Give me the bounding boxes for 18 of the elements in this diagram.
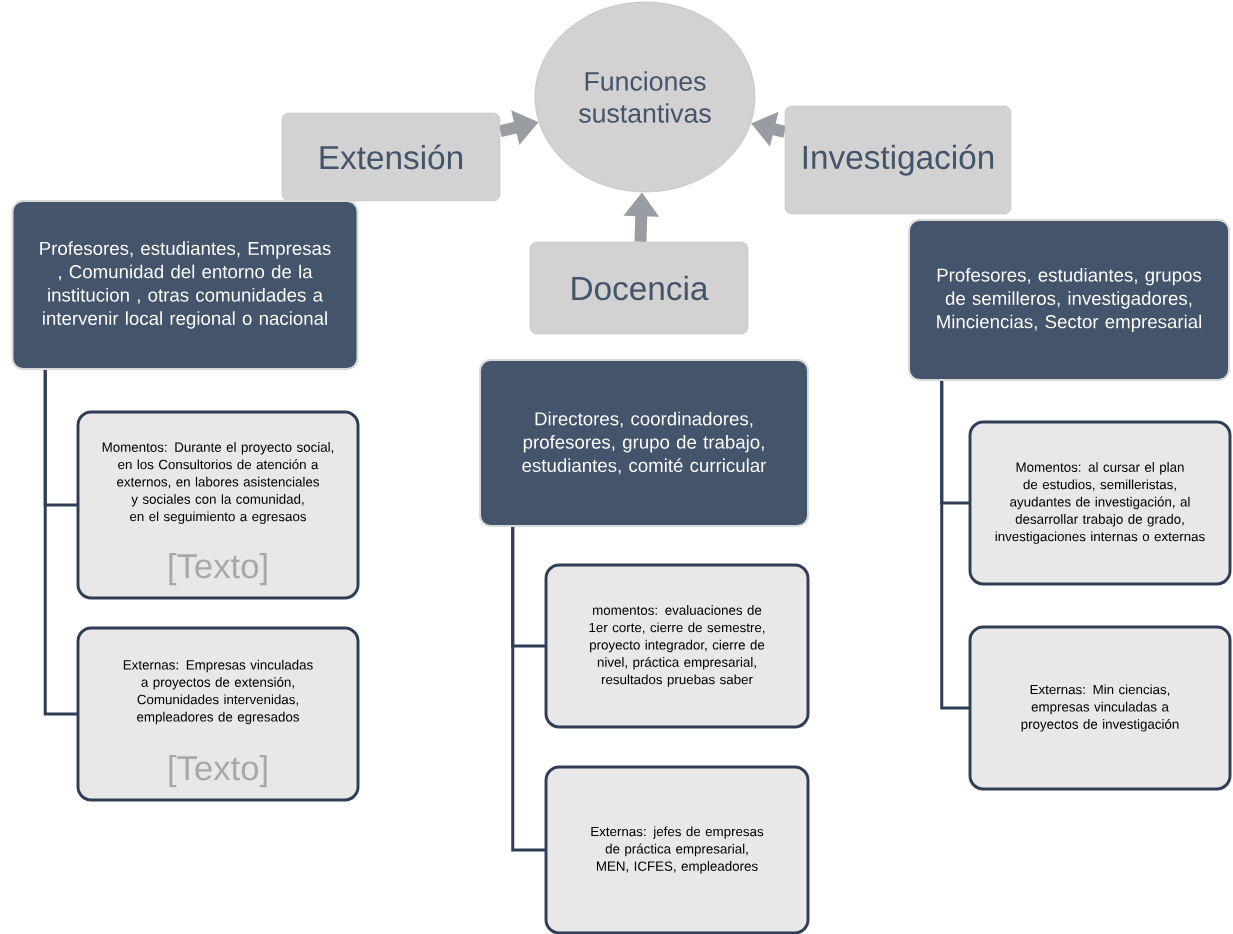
function-box: Investigación bbox=[784, 105, 1012, 215]
participants-box: Directores, coordinadores, profesores, grupo de trabajo, estudiantes, comité curricular bbox=[479, 359, 809, 527]
text-box: Externas: Min ciencias, empresas vinculadas a proyectos de investigación bbox=[968, 625, 1232, 791]
function-box: Docencia bbox=[529, 241, 749, 335]
placeholder-text: [Texto] bbox=[169, 553, 267, 586]
text-box: Externas: jefes de empresas de práctica empresarial, MEN, ICFES, empleadores bbox=[544, 765, 810, 934]
ellipse-node: Funciones sustantivas bbox=[534, 1, 756, 193]
function-box: Extensión bbox=[281, 112, 501, 202]
participants-box: Profesores, estudiantes, grupos de semilleros, investigadores, Minciencias, Sector empresarial bbox=[908, 219, 1230, 381]
text-box: Momentos: al cursar el plan de estudios, semilleristas, ayudantes de investigación, al desarrollar trabajo de grado, investigaciones internas o externas bbox=[968, 420, 1232, 586]
placeholder-text: [Texto] bbox=[169, 755, 267, 788]
text-box: Momentos: Durante el proyecto social, en los Consultorios de atención a externos, en labores asistenciales y sociales con la comunidad, en el seguimiento a egresaos [Texto] bbox=[76, 410, 360, 600]
connector-line bbox=[511, 526, 546, 852]
connector-line bbox=[940, 380, 970, 710]
text-box: Externas: Empresas vinculadas a proyectos de extensión, Comunidades intervenidas, empleadores de egresados [Texto] bbox=[76, 626, 360, 802]
text-box: momentos: evaluaciones de 1er corte, cierre de semestre, proyecto integrador, cierre de nivel, práctica empresarial, resultados pruebas saber bbox=[544, 563, 810, 729]
connector-line bbox=[43, 369, 78, 716]
participants-box: Profesores, estudiantes, Empresas , Comunidad del entorno de la institucion , otras comunidades a intervenir local regional o nacional bbox=[11, 200, 359, 370]
